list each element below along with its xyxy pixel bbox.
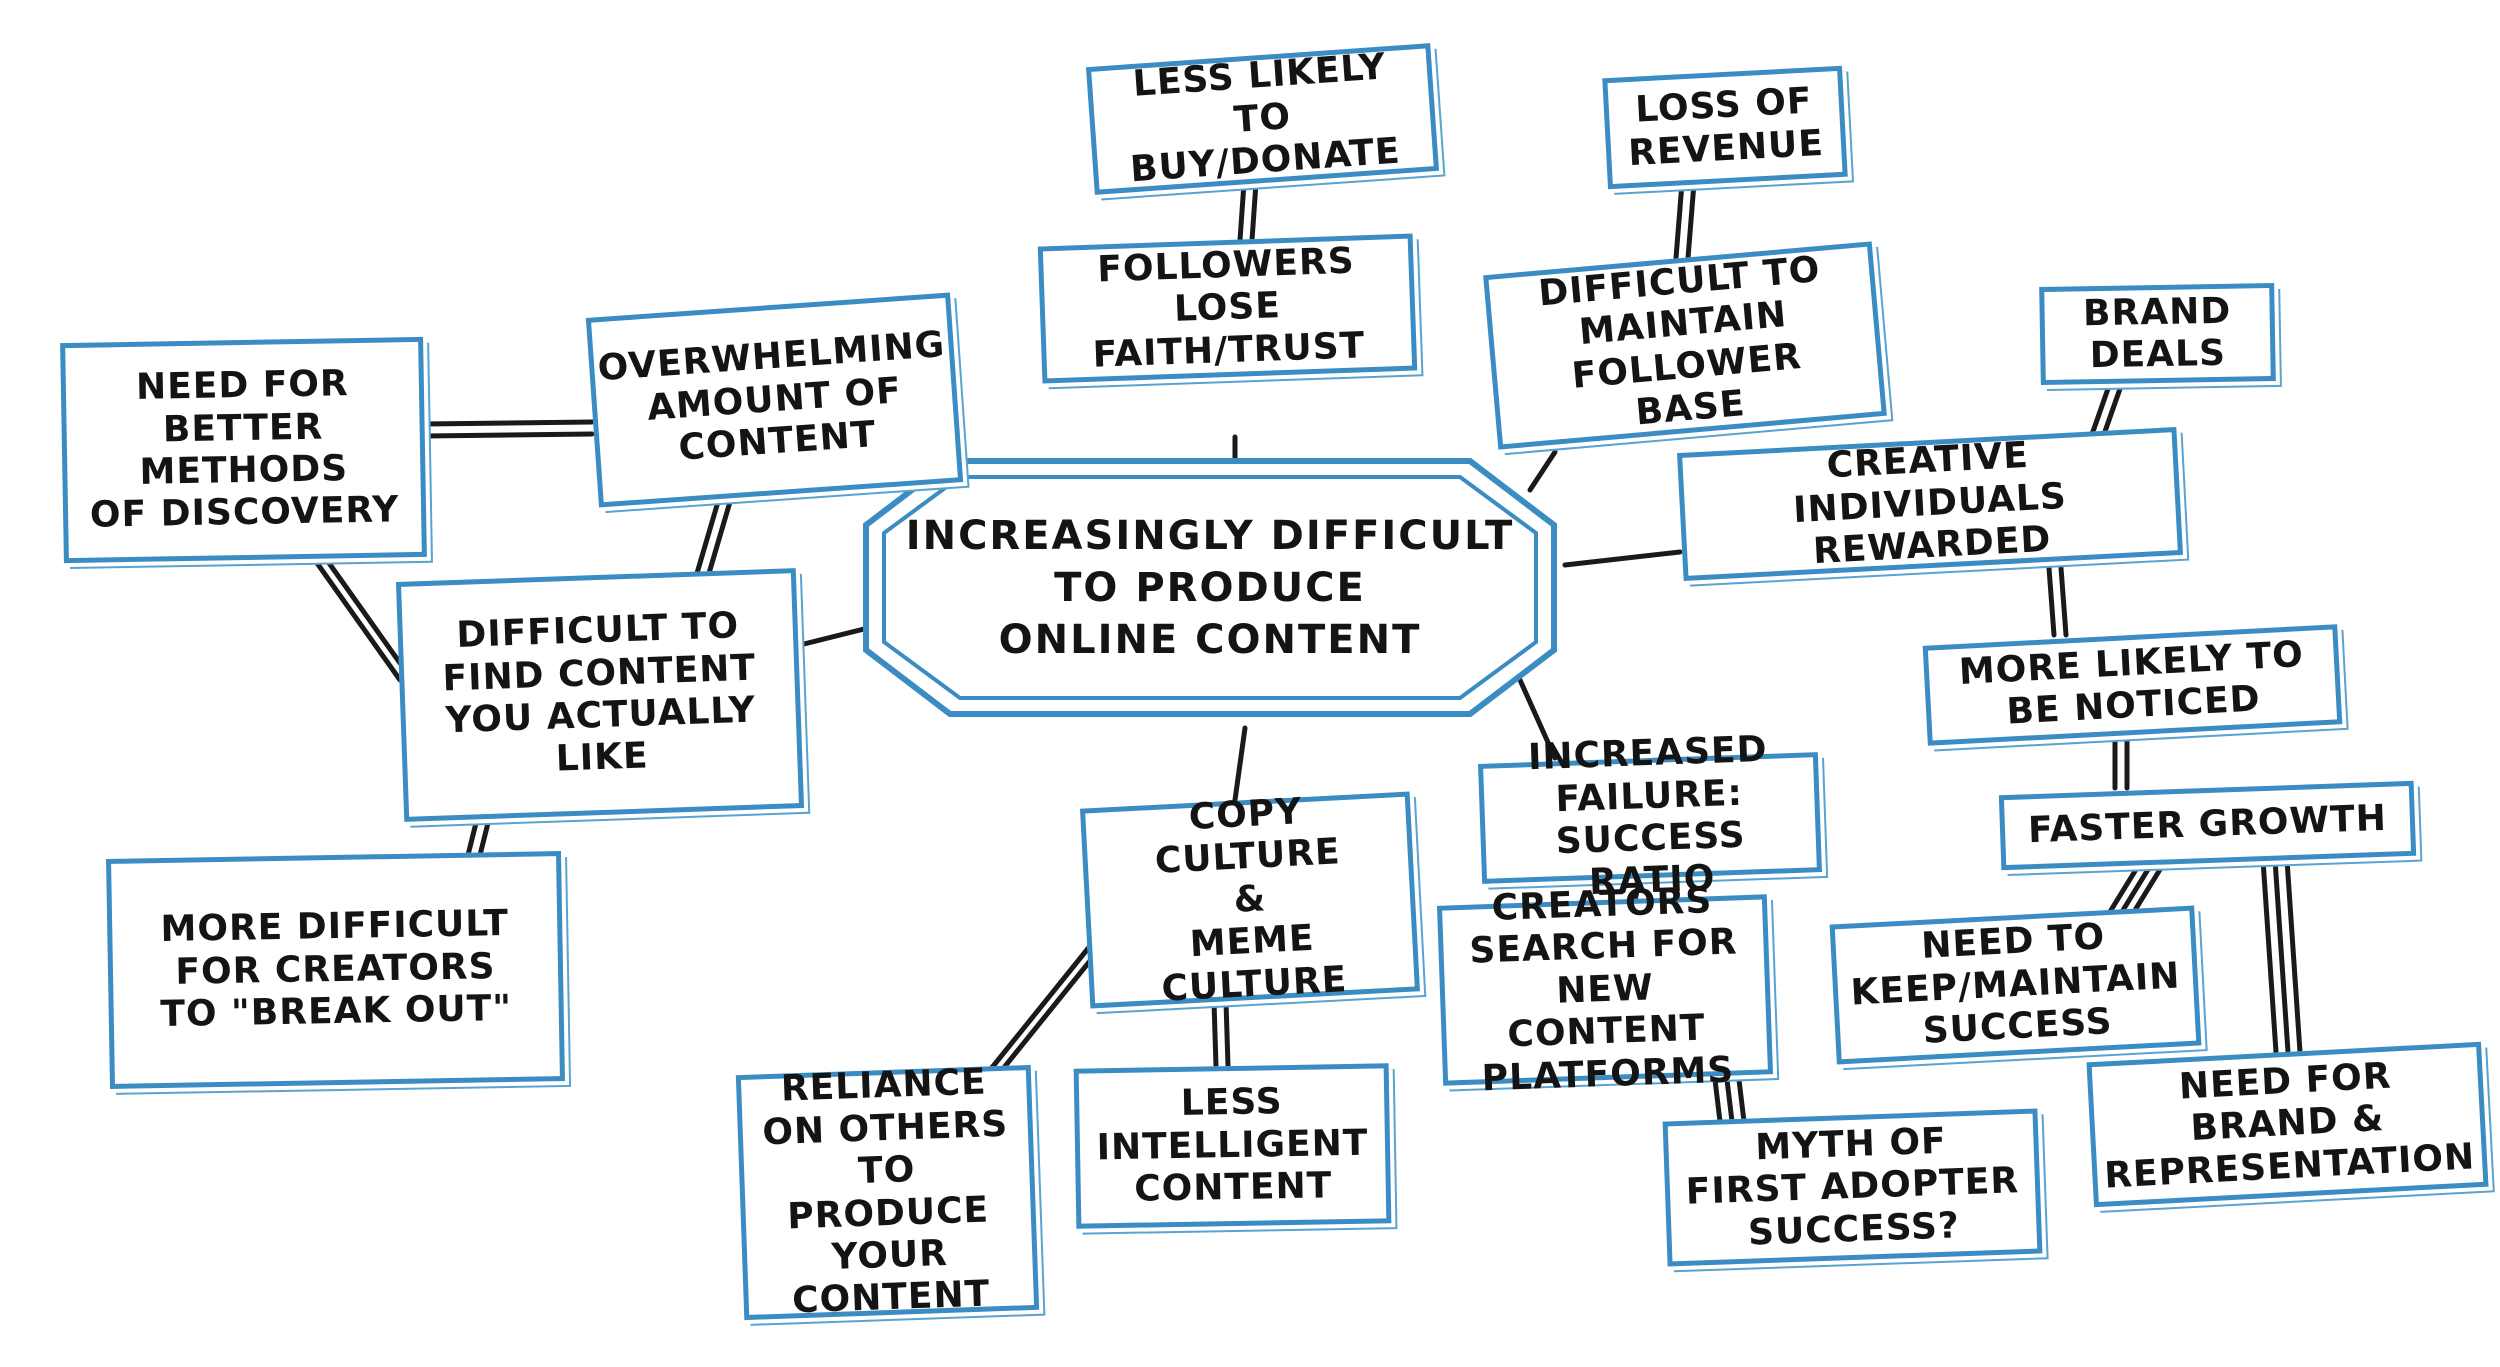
central-octagon-frame: [863, 458, 1557, 717]
connector-central-failure: [1517, 677, 1558, 761]
copy-meme-culture-node: COPY CULTURE & MEME CULTURE: [1079, 791, 1421, 1009]
followers-lose-faith-node: FOLLOWERS LOSE FAITH/TRUST: [1037, 233, 1418, 384]
connector-overwhelming-find-a: [692, 492, 723, 583]
connector-creative-noticed-a: [2046, 565, 2057, 638]
loss-of-revenue-node: LOSS OF REVENUE: [1602, 65, 1848, 190]
connector-find-breakout-b: [477, 812, 493, 858]
connector-growth-keep-a: [2105, 860, 2143, 918]
central-topic: INCREASINGLY DIFFICULT TO PRODUCE ONLINE…: [860, 455, 1560, 720]
connector-copy-intelligent-b: [1223, 999, 1231, 1069]
connector-central-copy-culture: [1232, 725, 1248, 803]
less-intelligent-node: LESS INTELLIGENT CONTENT: [1073, 1063, 1392, 1229]
faster-growth-node: FASTER GROWTH: [1998, 780, 2417, 871]
need-keep-success-node: NEED TO KEEP/MAINTAIN SUCCESS: [1829, 905, 2202, 1065]
connector-discovery-overwhelming-a: [422, 419, 595, 427]
connector-growth-brandrep-b: [2271, 842, 2291, 1055]
creative-rewarded-node: CREATIVE INDIVIDUALS REWARDED: [1676, 427, 2184, 581]
creators-search-platforms-node: CREATORS SEARCH FOR NEW CONTENT PLATFORM…: [1436, 880, 1774, 1099]
reliance-on-others-node: RELIANCE ON OTHERS TO PRODUCE YOUR CONTE…: [735, 1062, 1040, 1322]
connector-creative-noticed-b: [2058, 565, 2069, 638]
connector-growth-brandrep-a: [2259, 842, 2279, 1055]
need-better-methods-node: NEED FOR BETTER METHODS OF DISCOVERY: [60, 336, 427, 564]
connector-copy-reliance-a: [987, 943, 1093, 1073]
connector-discovery-overwhelming-b: [422, 431, 595, 439]
difficult-find-content-node: DIFFICULT TO FIND CONTENT YOU ACTUALLY L…: [395, 568, 805, 822]
connector-overwhelming-find-b: [704, 492, 735, 583]
connector-growth-brandrep-c: [2283, 842, 2303, 1055]
connector-central-creative: [1562, 549, 1683, 568]
connector-growth-keep-c: [2129, 860, 2167, 918]
less-likely-buy-node: LESS LIKELY TO BUY/DONATE: [1085, 43, 1440, 195]
connector-buy-followers-b: [1249, 180, 1259, 243]
connector-find-breakout-a: [465, 812, 481, 858]
more-difficult-break-out-node: MORE DIFFICULT FOR CREATORS TO "BREAK OU…: [106, 851, 565, 1089]
central-topic-label: INCREASINGLY DIFFICULT TO PRODUCE ONLINE…: [905, 512, 1515, 663]
connector-discovery-find-b: [321, 553, 415, 683]
myth-first-adopter-node: MYTH OF FIRST ADOPTER SUCCESS?: [1662, 1108, 2043, 1267]
connector-central-maintain-followers: [1527, 449, 1558, 493]
difficult-maintain-followers-node: DIFFICULT TO MAINTAIN FOLLOWER BASE: [1483, 241, 1887, 450]
brand-deals-node: BRAND DEALS: [2039, 282, 2276, 386]
increased-failure-node: INCREASED FAILURE: SUCCESS RATIO: [1478, 729, 1822, 904]
connector-buy-followers-a: [1237, 180, 1247, 243]
connector-revenue-maintain-b: [1685, 180, 1697, 261]
connector-copy-intelligent-a: [1211, 999, 1219, 1069]
connector-discovery-find-a: [309, 553, 403, 683]
need-brand-representation-node: NEED FOR BRAND & REPRESENTATION: [2086, 1041, 2489, 1208]
overwhelming-amount-node: OVERWHELMING AMOUNT OF CONTENT: [585, 292, 964, 508]
connector-growth-keep-b: [2117, 860, 2155, 918]
connector-revenue-maintain-a: [1673, 180, 1685, 261]
connector-copy-reliance-b: [999, 943, 1105, 1073]
